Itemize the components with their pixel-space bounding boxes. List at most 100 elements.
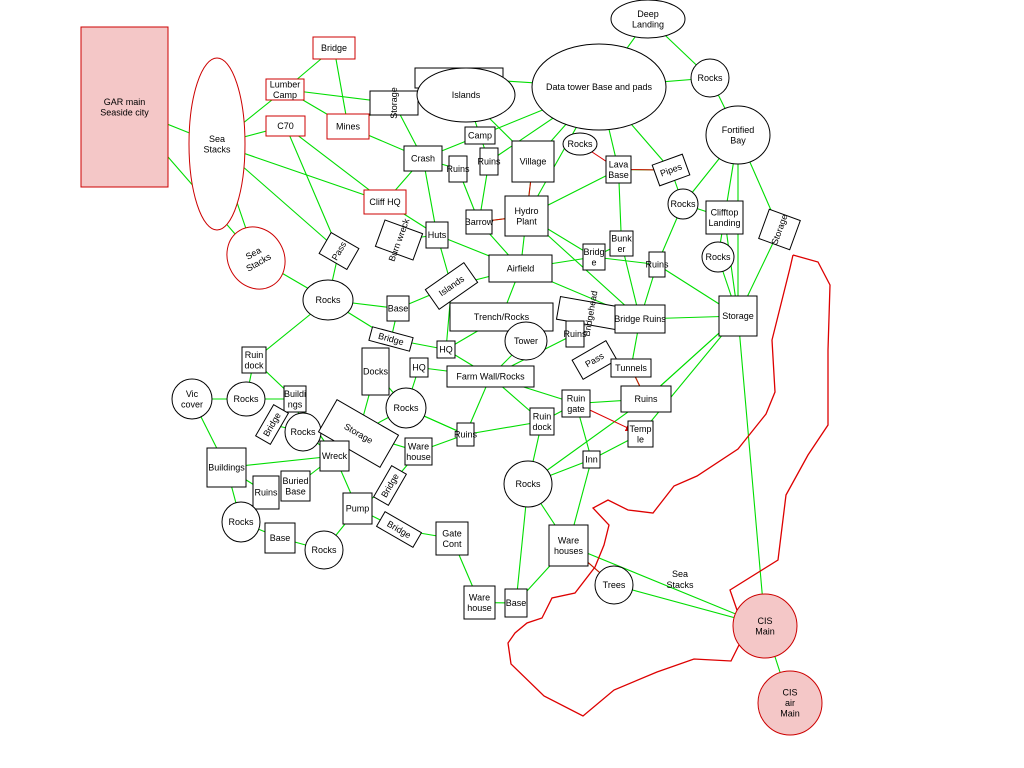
node-label: Huts	[428, 230, 447, 240]
node-shape	[265, 78, 305, 101]
link-line	[527, 398, 647, 485]
node-bridgeruins: Bridge Ruins	[614, 304, 666, 334]
node-rocks-d: Rocks	[284, 412, 322, 452]
node-shape	[511, 140, 555, 183]
node-shape	[565, 320, 585, 348]
node-rocks-tr: Rocks	[690, 58, 730, 98]
node-shape	[241, 346, 267, 374]
link-line	[284, 125, 340, 252]
node-shape	[188, 57, 246, 231]
node-wreck: Wreck	[319, 440, 350, 472]
node-label: Buildings	[208, 463, 245, 473]
node-shape	[609, 230, 634, 257]
node-docks: Docks	[361, 347, 390, 396]
node-shape	[363, 189, 407, 215]
node-islands2: Islands	[424, 261, 479, 311]
node-shape	[226, 381, 266, 417]
node-crash: Crash	[403, 145, 443, 172]
node-tower: Tower	[504, 321, 548, 361]
node-shape	[374, 219, 424, 261]
node-shape	[620, 385, 672, 413]
node-label: Airfield	[507, 264, 535, 274]
node-base2: Base	[264, 522, 296, 554]
node-shape	[280, 470, 311, 502]
node-shape	[252, 475, 280, 510]
node-shape	[221, 501, 261, 543]
link-line	[737, 315, 766, 627]
node-shape	[254, 403, 290, 446]
node-shape	[283, 385, 307, 413]
node-label: Storage	[722, 311, 754, 321]
node-inn: Inn	[582, 450, 601, 469]
node-base3: Base	[504, 588, 528, 618]
node-label: Ruins	[446, 164, 470, 174]
node-label: Islands	[452, 90, 481, 100]
node-c70: C70	[265, 115, 306, 137]
node-shape	[531, 43, 667, 131]
node-label: Rocks	[697, 73, 723, 83]
node-label: HQ	[439, 345, 453, 355]
node-rocks-l: Rocks	[302, 279, 354, 321]
node-pass1: Pass	[318, 231, 360, 271]
node-label: Tower	[514, 336, 538, 346]
node-ruins-l: Ruins	[252, 475, 280, 510]
node-label: Ruins	[563, 329, 587, 339]
node-ruins-a: Ruins	[446, 155, 470, 183]
node-islands1: Islands	[416, 67, 516, 123]
node-shape	[529, 407, 555, 436]
node-ruins-c: Ruins	[563, 320, 587, 348]
node-shape	[425, 221, 449, 249]
node-label: Crash	[411, 154, 435, 164]
node-shape	[226, 226, 286, 290]
node-shape	[436, 340, 456, 359]
node-shape	[479, 147, 499, 176]
node-label: Rocks	[670, 199, 696, 209]
node-label: Data tower Base and pads	[546, 82, 653, 92]
node-shape	[582, 243, 606, 271]
node-shape	[627, 420, 654, 448]
node-label: Barrow	[465, 217, 494, 227]
node-shape	[701, 241, 735, 273]
node-shape	[582, 450, 601, 469]
node-label: Bridge	[321, 43, 347, 53]
link-line	[568, 544, 766, 627]
node-shape	[562, 132, 598, 156]
node-shape	[605, 155, 632, 184]
node-shape	[504, 321, 548, 361]
node-shape	[446, 365, 535, 388]
node-shape	[318, 231, 360, 271]
node-bridge5: Bridge	[375, 510, 423, 549]
link-line	[465, 420, 543, 436]
node-bridge2: Bridge	[368, 326, 414, 352]
node-shape	[456, 422, 475, 447]
node-ruins-t: Ruins	[620, 385, 672, 413]
node-shape	[718, 295, 758, 337]
node-base1: Base	[386, 295, 410, 322]
node-label: Trees	[603, 580, 626, 590]
node-label: Docks	[363, 367, 389, 377]
node-label: Village	[520, 157, 547, 167]
